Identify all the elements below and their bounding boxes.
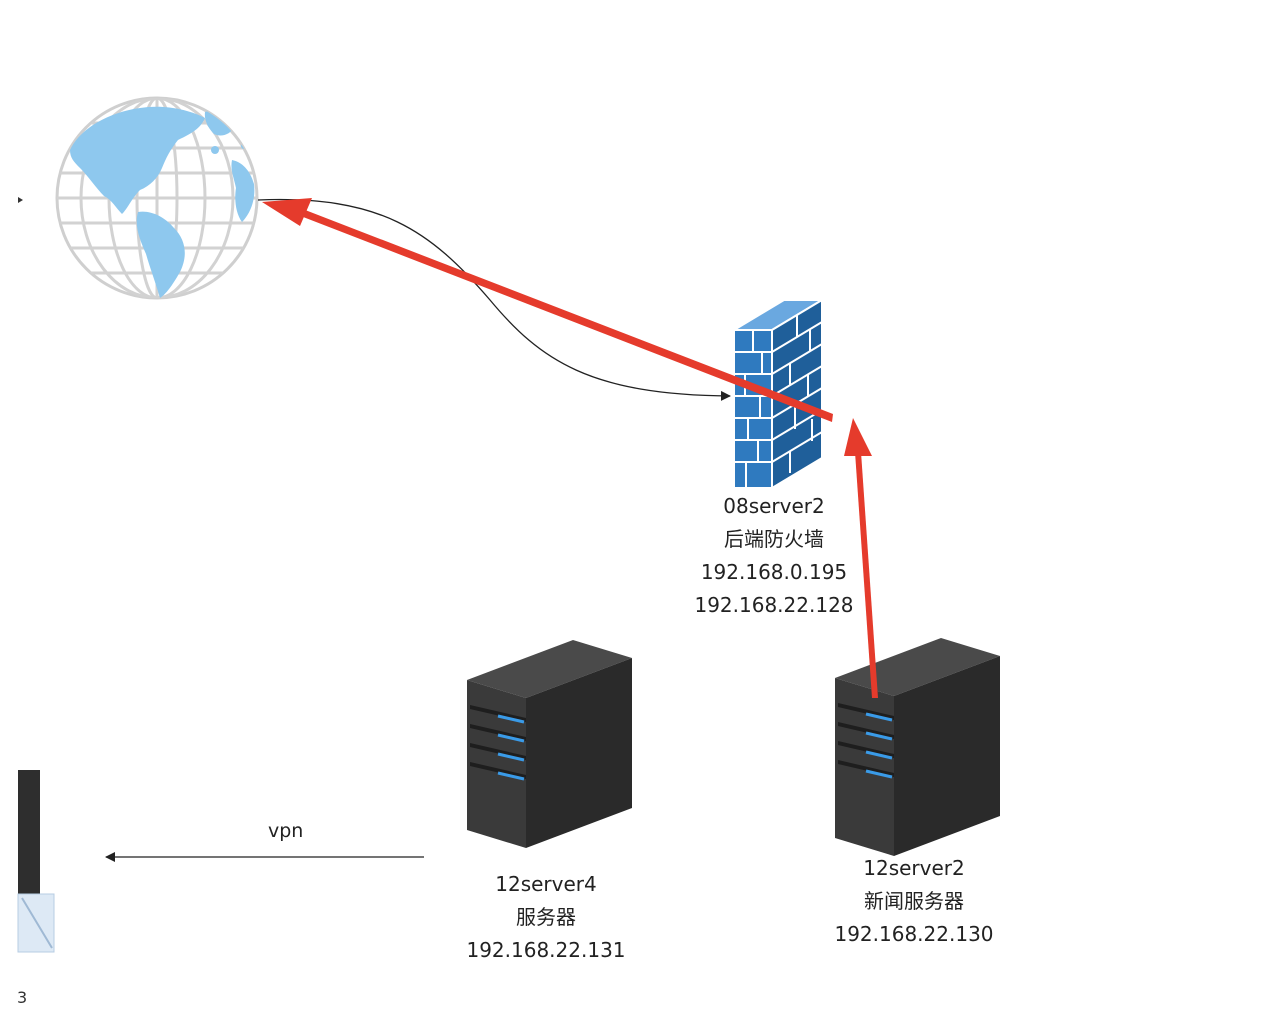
server4-role: 服务器 [516, 905, 576, 929]
internet-globe-icon [55, 96, 259, 300]
server-12server2-icon [835, 638, 1000, 856]
firewall-label: 08server2 后端防火墙 192.168.0.195 192.168.22… [674, 490, 874, 622]
edge-firewall-to-internet [262, 198, 833, 422]
server2-label: 12server2 新闻服务器 192.168.22.130 [814, 852, 1014, 951]
firewall-name: 08server2 [723, 494, 825, 518]
server4-label: 12server4 服务器 192.168.22.131 [446, 868, 646, 967]
server2-role: 新闻服务器 [864, 889, 964, 913]
vpn-edge-label: vpn [268, 820, 304, 842]
cropped-edge-artifacts: 3 [17, 197, 55, 1007]
server2-name: 12server2 [863, 856, 965, 880]
firewall-ip-2: 192.168.22.128 [694, 593, 854, 617]
firewall-icon [730, 298, 826, 490]
firewall-role: 后端防火墙 [724, 527, 824, 551]
svg-text:3: 3 [17, 988, 27, 1007]
server4-name: 12server4 [495, 872, 597, 896]
server-led-group [838, 703, 894, 779]
server4-ip: 192.168.22.131 [466, 938, 626, 962]
firewall-ip-1: 192.168.0.195 [700, 560, 848, 584]
server-12server4-icon [467, 640, 632, 848]
server2-ip: 192.168.22.130 [834, 922, 994, 946]
edge-server2-to-firewall [844, 418, 878, 698]
server-led-group [470, 705, 526, 781]
edge-internet-to-firewall [257, 198, 731, 401]
